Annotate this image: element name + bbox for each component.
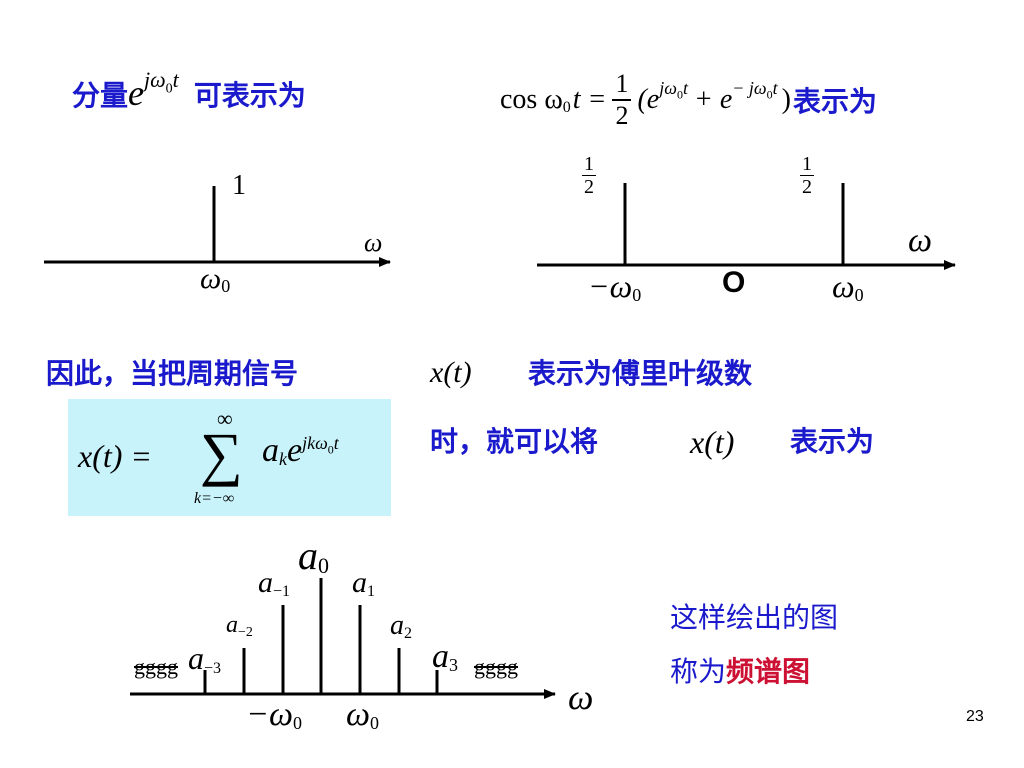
spectrum-axis-label: ω [568, 677, 594, 717]
plot1-height-label: 1 [232, 170, 246, 201]
a1-letter: a [352, 566, 367, 599]
plot1-tick-omega: ω [200, 262, 222, 295]
spectrum-neg-sub: 0 [292, 713, 302, 734]
a0-sub: 0 [318, 553, 329, 579]
formula-a: a [262, 432, 279, 469]
spectrum-pos-sub: 0 [370, 713, 380, 734]
formula-exp-t: t [333, 432, 339, 453]
plot2-pos-tick: ω0 [832, 268, 864, 306]
caption-line2: 称为频谱图 [670, 650, 810, 690]
cos-text: cos ω [500, 84, 563, 115]
a2-letter: a [390, 610, 404, 641]
top-left-exp-t: t [172, 66, 179, 92]
caption-prefix: 称为 [670, 655, 727, 688]
a2-sub: 2 [404, 625, 412, 643]
t-eq: t = [572, 84, 607, 115]
plot2-pos-omega: ω [832, 268, 855, 304]
frac-den: 2 [615, 101, 629, 130]
label-a-3: a−3 [188, 640, 221, 678]
plot1-axis-label: ω [364, 228, 383, 257]
spectrum-dots-left: gggg [134, 654, 178, 679]
caption-line1: 这样绘出的图 [670, 601, 839, 634]
plot2-origin-label: O [722, 266, 746, 299]
top-left-exp: jω [144, 66, 166, 92]
line4-xt: x(t) [690, 424, 735, 460]
spectrum-pos-tick: ω0 [346, 696, 379, 734]
formula-lhs: x(t) = [78, 438, 152, 474]
line3-text1: 因此，当把周期信号 [46, 357, 299, 390]
a1-sub: 1 [367, 583, 375, 601]
caption-highlight: 频谱图 [726, 655, 811, 688]
cos-sub: 0 [562, 99, 571, 116]
label-a-1: a−1 [258, 566, 290, 601]
plot1-tick: ω0 [200, 262, 230, 297]
plot2-axis-label: ω [908, 222, 933, 259]
sum-symbol: ∑ [200, 421, 243, 487]
sum-top: ∞ [217, 406, 233, 431]
plot2-right-half: 1 2 [800, 153, 814, 198]
am1-sub: −1 [273, 583, 291, 601]
plot2-neg-omega: −ω [588, 268, 633, 304]
half-fraction: 1 2 [612, 69, 632, 131]
formula-a-sub: k [279, 449, 287, 470]
top-left-exp-sub: 0 [165, 81, 173, 97]
top-left-prefix: 分量 [72, 79, 129, 112]
exp1-t: t [682, 77, 688, 98]
top-left-suffix: 可表示为 [193, 79, 306, 112]
label-a2: a2 [390, 610, 412, 643]
plot1-tick-sub: 0 [221, 276, 231, 297]
label-a0: a0 [298, 532, 329, 579]
spectrum-dots-right: gggg [474, 654, 518, 679]
plot2-right-den: 2 [802, 176, 812, 198]
plot2-neg-sub: 0 [632, 285, 642, 306]
plot2-right-num: 1 [800, 153, 814, 176]
exp2-sub: 0 [766, 87, 773, 102]
plot2-neg-tick: −ω0 [588, 268, 641, 306]
spectrum-pos-omega: ω [346, 696, 371, 733]
plot2-pos-sub: 0 [854, 285, 864, 306]
exp2-t: t [772, 77, 778, 98]
formula-e: e [287, 432, 303, 469]
plus-e: + e [693, 84, 733, 115]
a3-letter: a [432, 638, 449, 675]
frac-num: 1 [612, 69, 632, 101]
line4-text2: 表示为 [790, 425, 875, 458]
label-a1: a1 [352, 566, 375, 601]
plot2-left-half: 1 2 [582, 153, 596, 198]
top-right-suffix: 表示为 [792, 85, 877, 118]
a0-letter: a [298, 533, 318, 578]
exp1-sub: 0 [676, 87, 683, 102]
exp1: jω [659, 77, 677, 98]
formula-exp: jkω [302, 432, 328, 453]
sum-bottom: k=−∞ [194, 490, 235, 507]
line3-xt: x(t) [430, 356, 472, 389]
am2-sub: −2 [238, 625, 253, 641]
am3-sub: −3 [204, 660, 222, 678]
a3-sub: 3 [449, 655, 458, 676]
line4-text1: 时，就可以将 [430, 425, 599, 458]
top-left-e: e [128, 73, 144, 113]
plot2-left-den: 2 [584, 176, 594, 198]
am1-letter: a [258, 566, 273, 599]
formula-rhs: akejkω0t [262, 432, 339, 470]
spectrum-neg-tick: −ω0 [246, 696, 302, 734]
page-number: 23 [966, 708, 984, 725]
spectrum-neg-omega: −ω [246, 696, 293, 733]
am3-letter: a [188, 640, 204, 676]
top-left-heading: 分量ejω0t 可表示为 [72, 67, 306, 114]
label-a-2: a−2 [226, 612, 253, 641]
am2-letter: a [226, 612, 238, 638]
fourier-series-formula-box [68, 399, 391, 516]
paren-open: (e [637, 84, 660, 115]
exp2: − jω [732, 77, 767, 98]
line3-text2: 表示为傅里叶级数 [528, 357, 753, 390]
plot2-left-num: 1 [582, 153, 596, 176]
label-a3: a3 [432, 638, 458, 676]
formula-exp-sub: 0 [327, 442, 334, 457]
paren-close: ) [781, 84, 791, 115]
